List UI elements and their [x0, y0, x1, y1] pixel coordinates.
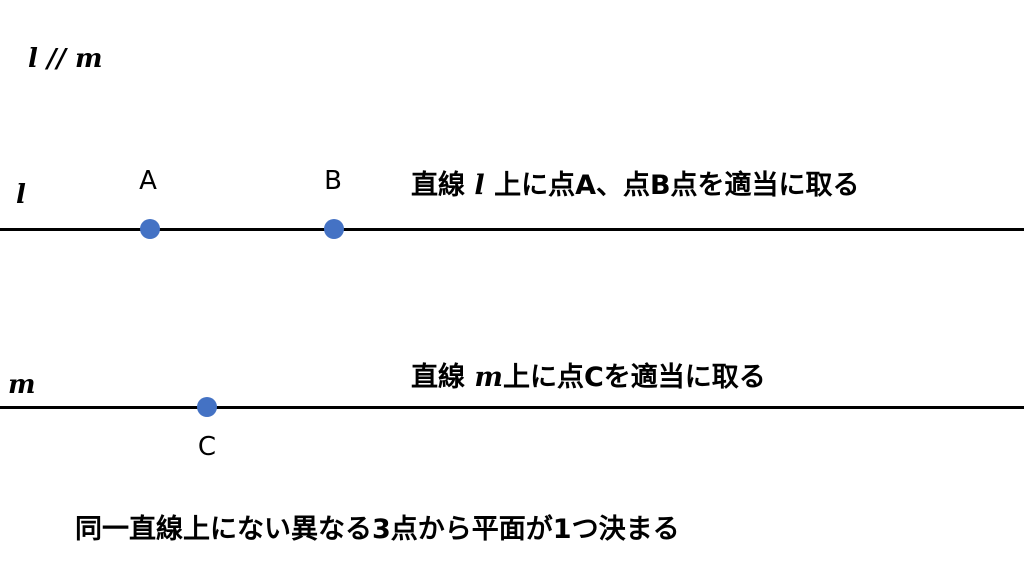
line-m-label: m — [8, 370, 36, 400]
point-c-label: C — [197, 432, 217, 462]
caption-text: 直線 — [411, 170, 475, 201]
parallel-statement: l // m — [28, 44, 103, 74]
point-c — [197, 397, 217, 417]
point-a — [140, 219, 160, 239]
caption-var: l — [474, 170, 485, 201]
point-b-label: B — [324, 166, 342, 196]
line-l — [0, 228, 1024, 231]
caption-text: 直線 — [411, 362, 475, 393]
conclusion-text: 同一直線上にない異なる3点から平面が1つ決まる — [75, 514, 680, 545]
point-a-label: A — [139, 166, 157, 196]
caption-text: 上に点Cを適当に取る — [502, 362, 766, 393]
caption-var: m — [474, 362, 503, 393]
line-m — [0, 406, 1024, 409]
line-l-caption: 直線 l 上に点A、点B点を適当に取る — [411, 163, 860, 202]
caption-text: 上に点A、点B点を適当に取る — [484, 170, 860, 201]
point-b — [324, 219, 344, 239]
line-m-caption: 直線 m上に点Cを適当に取る — [411, 355, 766, 394]
line-l-label: l — [16, 180, 26, 210]
